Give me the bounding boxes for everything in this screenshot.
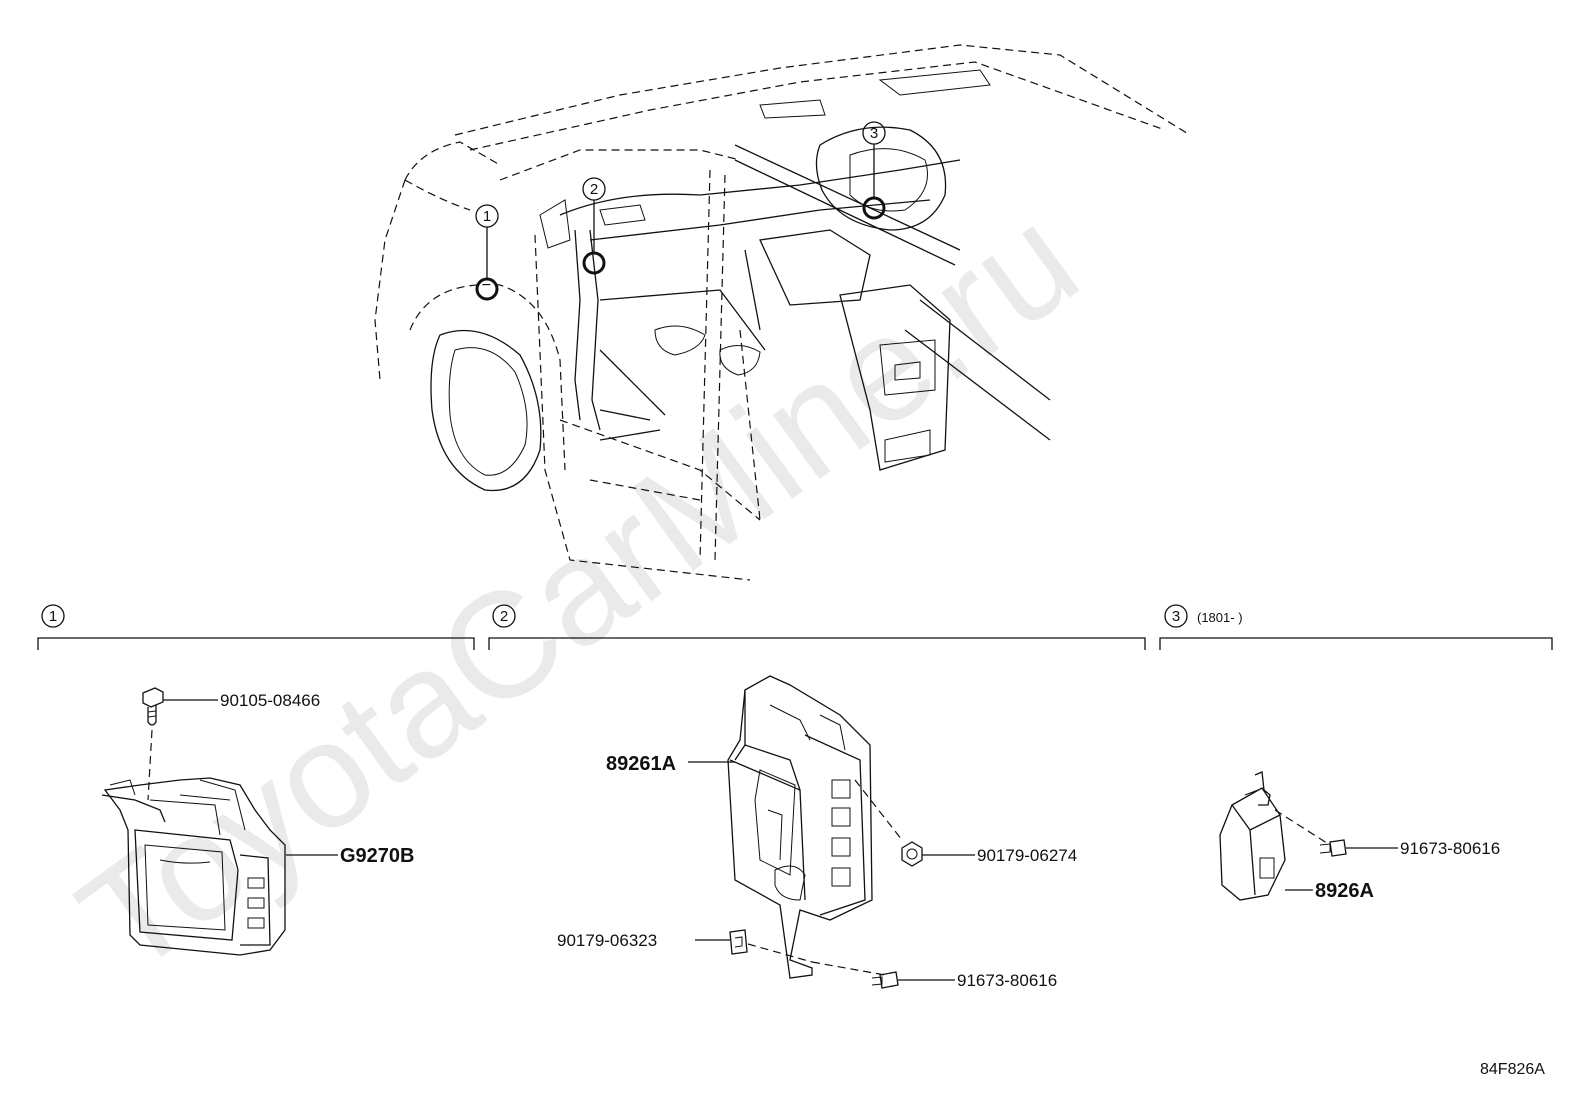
- control-module-g9270b: [101, 777, 286, 956]
- section-number-1: 1: [49, 608, 57, 625]
- clip-nut-part: [729, 929, 748, 955]
- watermark-text: ToyotaCarMine.ru: [50, 174, 1106, 1006]
- bolt-part: [142, 687, 164, 726]
- part-number-91673-80616-s2[interactable]: 91673-80616: [957, 971, 1057, 990]
- section-number-3: 3: [1172, 608, 1180, 625]
- section-header-1: 1: [37, 604, 475, 650]
- section-1-parts: 90105-08466 G9270B: [101, 687, 415, 956]
- part-number-8926a[interactable]: 8926A: [1315, 880, 1374, 902]
- section-header-3: 3 (1801- ): [1159, 604, 1553, 650]
- part-number-89261a[interactable]: 89261A: [606, 753, 676, 775]
- location-number-1: 1: [483, 208, 491, 225]
- part-number-91673-80616-s3[interactable]: 91673-80616: [1400, 839, 1500, 858]
- location-callout-3: 3: [862, 121, 886, 220]
- vehicle-illustration: [374, 44, 1191, 581]
- section-3-date-range: (1801- ): [1197, 610, 1243, 625]
- section-2-parts: 89261A 90179-06274 90179-06323 91673-806…: [557, 675, 1077, 990]
- bolt-part-s2: [871, 971, 899, 989]
- section-number-2: 2: [500, 608, 508, 625]
- location-number-2: 2: [590, 181, 598, 198]
- location-number-3: 3: [870, 125, 878, 142]
- bolt-part-s3: [1319, 839, 1347, 857]
- part-number-90179-06274[interactable]: 90179-06274: [977, 846, 1077, 865]
- part-number-90179-06323[interactable]: 90179-06323: [557, 931, 657, 950]
- control-module-89261a: [727, 675, 873, 979]
- section-3-parts: 91673-80616 8926A: [1219, 771, 1500, 902]
- section-header-2: 2: [488, 604, 1146, 650]
- nut-part: [901, 841, 923, 867]
- part-number-90105-08466[interactable]: 90105-08466: [220, 691, 320, 710]
- control-module-8926a: [1219, 771, 1286, 901]
- location-callout-1: 1: [475, 204, 499, 301]
- part-number-g9270b[interactable]: G9270B: [340, 845, 415, 867]
- location-callout-2: 2: [582, 177, 606, 275]
- diagram-code: 84F826A: [1480, 1061, 1545, 1078]
